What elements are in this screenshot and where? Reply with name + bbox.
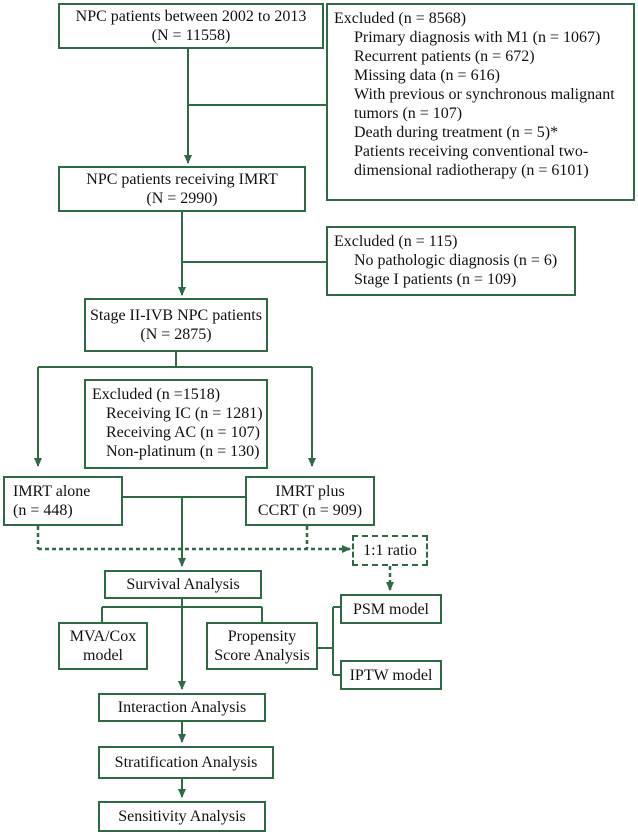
propensity-box: Propensity Score Analysis [206, 622, 318, 670]
stratification-analysis-box: Stratification Analysis [98, 746, 274, 779]
npc-imrt-box: NPC patients receiving IMRT (N = 2990) [58, 166, 306, 212]
imrt-alone-line1: IMRT alone [13, 483, 91, 500]
stratification-label: Stratification Analysis [114, 754, 258, 771]
psm-model-box: PSM model [340, 594, 442, 624]
imrt-ccrt-box: IMRT plus CCRT (n = 909) [245, 476, 375, 526]
sensitivity-analysis-box: Sensitivity Analysis [98, 801, 266, 832]
npc-all-patients-box: NPC patients between 2002 to 2013 (N = 1… [58, 3, 324, 49]
interaction-analysis-box: Interaction Analysis [98, 693, 266, 722]
excluded1-item: Death during treatment (n = 5)* [354, 124, 559, 141]
psm-label: PSM model [352, 600, 429, 618]
excluded2-title: Excluded (n = 115) [334, 233, 458, 250]
excluded3-item: Non-platinum (n = 130) [106, 443, 260, 460]
npc-all-line2: (N = 11558) [151, 27, 231, 44]
excluded-box-1: Excluded (n = 8568) Primary diagnosis wi… [326, 3, 635, 201]
propensity-line2: Score Analysis [214, 647, 310, 664]
excluded3-item: Receiving AC (n = 107) [106, 424, 260, 441]
stage-box: Stage II-IVB NPC patients (N = 2875) [84, 298, 268, 352]
excluded1-item: Primary diagnosis with M1 (n = 1067) [354, 29, 601, 46]
excluded1-item: Patients receiving conventional two- [354, 143, 589, 160]
mva-line1: MVA/Cox [69, 628, 137, 645]
excluded1-title: Excluded (n = 8568) [334, 10, 467, 27]
imrt-ccrt-line2: CCRT (n = 909) [257, 502, 363, 519]
sensitivity-label: Sensitivity Analysis [118, 808, 246, 825]
imrt-ccrt-line1: IMRT plus [275, 483, 345, 500]
iptw-label: IPTW model [349, 666, 433, 684]
mva-cox-box: MVA/Cox model [58, 622, 148, 670]
npc-imrt-line2: (N = 2990) [146, 190, 218, 207]
ratio-label: 1:1 ratio [363, 542, 417, 559]
imrt-alone-box: IMRT alone (n = 448) [3, 476, 123, 526]
excluded-box-3: Excluded (n =1518) Receiving IC (n = 128… [84, 379, 268, 469]
propensity-line1: Propensity [227, 628, 297, 645]
stage-line1: Stage II-IVB NPC patients [90, 307, 262, 324]
excluded2-item: No pathologic diagnosis (n = 6) [354, 252, 558, 269]
excluded1-item: With previous or synchronous malignant [354, 86, 615, 103]
survival-label: Survival Analysis [126, 576, 240, 593]
excluded3-item: Receiving IC (n = 1281) [106, 405, 263, 422]
npc-all-line1: NPC patients between 2002 to 2013 [75, 8, 307, 25]
excluded1-item: Missing data (n = 616) [354, 67, 500, 84]
iptw-model-box: IPTW model [340, 660, 442, 690]
excluded1-item: tumors (n = 107) [354, 105, 463, 122]
ratio-box: 1:1 ratio [352, 535, 428, 566]
survival-analysis-box: Survival Analysis [104, 570, 262, 599]
interaction-label: Interaction Analysis [117, 699, 247, 716]
excluded1-item: dimensional radiotherapy (n = 6101) [354, 162, 589, 179]
stage-line2: (N = 2875) [140, 326, 212, 343]
imrt-alone-line2: (n = 448) [13, 502, 73, 519]
excluded2-item: Stage I patients (n = 109) [354, 271, 517, 288]
npc-imrt-line1: NPC patients receiving IMRT [86, 171, 278, 188]
excluded-box-2: Excluded (n = 115) No pathologic diagnos… [326, 226, 576, 296]
mva-line2: model [83, 647, 123, 664]
excluded3-title: Excluded (n =1518) [92, 386, 221, 403]
excluded1-item: Recurrent patients (n = 672) [354, 48, 535, 65]
